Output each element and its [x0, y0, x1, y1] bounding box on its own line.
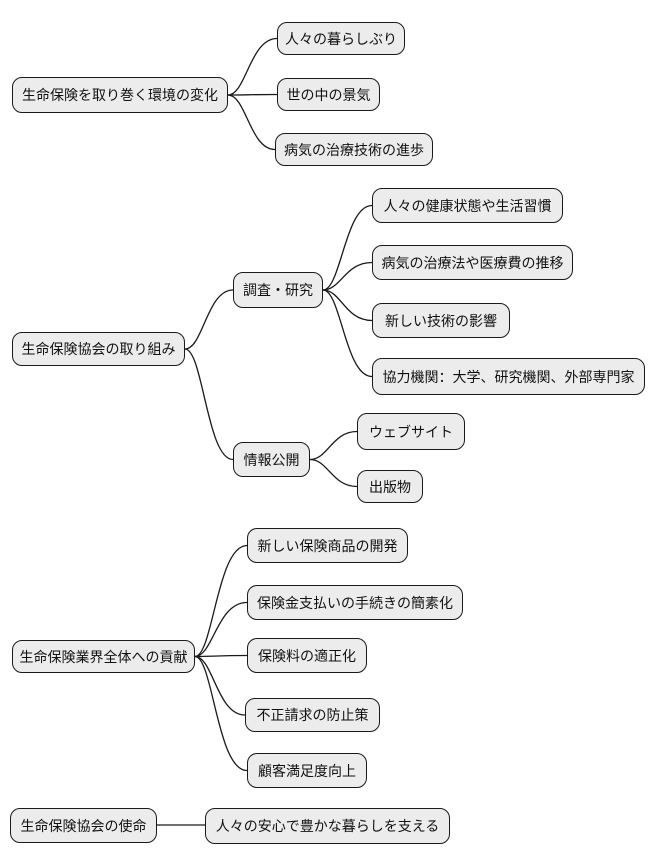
node-environment-changes: 生命保険を取り巻く環境の変化: [12, 77, 228, 113]
connector-edge: [227, 94, 276, 151]
connector-edge: [227, 93, 278, 96]
node-medical-treatment-progress: 病気の治療技術の進歩: [275, 133, 433, 166]
node-health-lifestyle-habits: 人々の健康状態や生活習慣: [372, 188, 563, 223]
node-association-initiatives: 生命保険協会の取り組み: [12, 332, 185, 366]
connector-edge: [184, 348, 234, 461]
node-customer-satisfaction: 顧客満足度向上: [247, 753, 367, 788]
connector-edge: [309, 458, 358, 488]
connector-edge: [322, 289, 373, 378]
node-fraud-prevention: 不正請求の防止策: [245, 698, 380, 732]
node-research: 調査・研究: [233, 272, 323, 308]
node-association-mission: 生命保険協会の使命: [10, 808, 157, 843]
connector-edge: [194, 601, 248, 658]
connector-edge: [184, 289, 234, 350]
connector-edge: [194, 655, 248, 772]
node-support-secure-rich-lives: 人々の安心で豊かな暮らしを支える: [205, 808, 450, 844]
connector-edge: [227, 37, 278, 96]
node-publications: 出版物: [357, 470, 423, 503]
connector-edge: [322, 289, 373, 322]
node-economy: 世の中の景気: [277, 78, 380, 111]
connector-edge: [322, 204, 373, 291]
connector-edge: [194, 655, 246, 716]
connector-edge: [322, 261, 373, 291]
connector-edge: [309, 430, 358, 461]
node-peoples-lifestyles: 人々の暮らしぶり: [277, 22, 405, 55]
node-industry-contribution: 生命保険業界全体への貢献: [12, 640, 195, 673]
node-partner-institutions: 協力機関：大学、研究機関、外部専門家: [372, 358, 645, 395]
connector-edge: [194, 544, 248, 658]
node-claims-procedure-simplification: 保険金支払いの手続きの簡素化: [247, 585, 463, 620]
node-premium-optimization: 保険料の適正化: [247, 638, 367, 673]
node-website: ウェブサイト: [357, 413, 465, 450]
node-information-disclosure: 情報公開: [233, 442, 310, 477]
node-new-technology-impact: 新しい技術の影響: [372, 303, 510, 338]
connector-edge: [194, 654, 248, 658]
node-new-insurance-products: 新しい保険商品の開発: [247, 528, 408, 563]
node-treatment-medical-costs: 病気の治療法や医療費の推移: [372, 245, 573, 280]
